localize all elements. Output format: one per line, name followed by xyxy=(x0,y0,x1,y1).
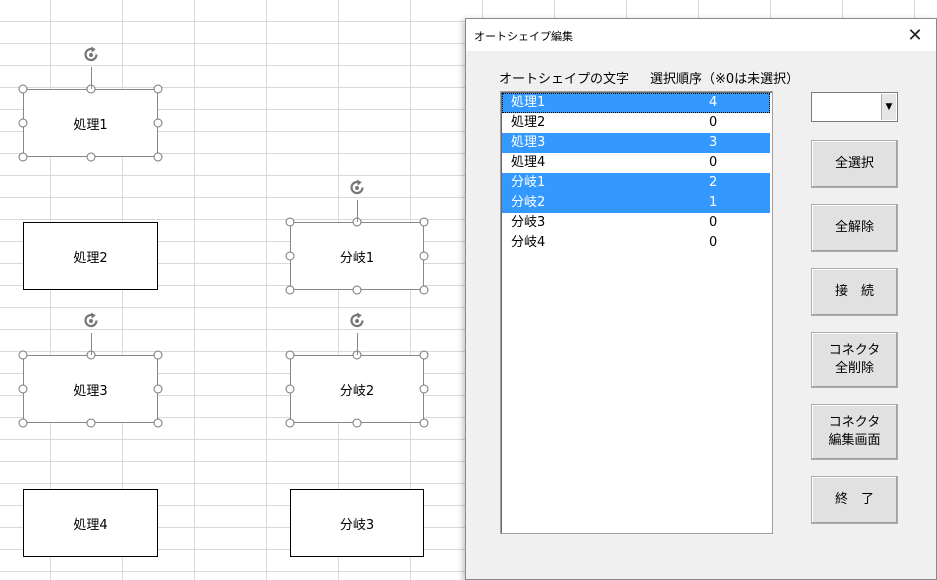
autoshape-shori3[interactable]: 処理3 xyxy=(23,355,158,423)
finish-button[interactable]: 終 了 xyxy=(811,476,898,524)
autoshape-bunki1[interactable]: 分岐1 xyxy=(290,222,424,290)
list-item-name: 分岐2 xyxy=(511,195,546,210)
rotation-stem xyxy=(90,333,92,355)
list-item-order: 3 xyxy=(709,135,718,150)
autoshape-bunki3[interactable]: 分岐3 xyxy=(290,489,424,557)
deselect-all-button[interactable]: 全解除 xyxy=(811,204,898,252)
order-combobox[interactable]: ▼ xyxy=(811,92,898,122)
list-item-name: 処理4 xyxy=(511,155,546,170)
list-item-name: 処理2 xyxy=(511,115,546,130)
autoshape-bunki2[interactable]: 分岐2 xyxy=(290,355,424,423)
column-label-order: 選択順序（※0は未選択） xyxy=(650,72,800,87)
list-item-order: 4 xyxy=(709,95,718,110)
autoshape-label: 処理1 xyxy=(73,117,108,133)
list-item[interactable]: 処理2 0 xyxy=(502,113,770,133)
delete-all-connectors-button[interactable]: コネクタ 全削除 xyxy=(811,332,898,388)
rotate-handle-icon[interactable] xyxy=(347,311,367,331)
autoshape-label: 処理4 xyxy=(73,517,108,533)
autoshape-label: 分岐3 xyxy=(339,517,375,533)
list-item-name: 分岐3 xyxy=(511,215,546,230)
title-bar[interactable]: オートシェイプ編集 ✕ xyxy=(466,19,936,51)
list-item-name: 処理3 xyxy=(511,135,546,150)
autoshape-shori1[interactable]: 処理1 xyxy=(23,89,158,157)
rotate-handle-icon[interactable] xyxy=(81,45,101,65)
rotate-handle-icon[interactable] xyxy=(347,178,367,198)
rotation-stem xyxy=(90,67,92,89)
rotation-stem xyxy=(357,200,358,222)
list-item-order: 2 xyxy=(709,175,718,190)
autoshape-shori4[interactable]: 処理4 xyxy=(23,489,158,557)
autoshape-label: 処理2 xyxy=(73,250,108,266)
list-item-order: 0 xyxy=(709,115,718,130)
list-item[interactable]: 分岐1 2 xyxy=(502,173,770,193)
list-item[interactable]: 処理1 4 xyxy=(502,93,770,113)
chevron-down-icon[interactable]: ▼ xyxy=(881,94,896,120)
rotate-handle-icon[interactable] xyxy=(81,311,101,331)
list-item-order: 1 xyxy=(709,195,718,210)
shape-listbox[interactable]: 処理1 4 処理2 0 処理3 3 処理4 0 分岐1 2 分岐2 1 分岐3 0 分岐4 0 xyxy=(500,91,773,534)
connect-button[interactable]: 接 続 xyxy=(811,268,898,316)
list-item[interactable]: 分岐2 1 xyxy=(502,193,770,213)
select-all-button[interactable]: 全選択 xyxy=(811,140,898,188)
list-item-name: 分岐1 xyxy=(511,175,546,190)
list-item[interactable]: 分岐4 0 xyxy=(502,233,770,253)
column-label-text: オートシェイプの文字 xyxy=(499,72,630,87)
close-icon[interactable]: ✕ xyxy=(907,24,923,46)
list-item[interactable]: 分岐3 0 xyxy=(502,213,770,233)
list-item[interactable]: 処理4 0 xyxy=(502,153,770,173)
autoshape-shori2[interactable]: 処理2 xyxy=(23,222,158,290)
autoshape-label: 分岐1 xyxy=(339,250,375,266)
list-item-order: 0 xyxy=(709,215,718,230)
list-item[interactable]: 処理3 3 xyxy=(502,133,770,153)
autoshape-label: 処理3 xyxy=(73,383,108,399)
list-item-name: 処理1 xyxy=(511,95,546,110)
list-item-order: 0 xyxy=(709,235,718,250)
rotation-stem xyxy=(357,333,358,355)
list-item-order: 0 xyxy=(709,155,718,170)
list-item-name: 分岐4 xyxy=(511,235,546,250)
connector-edit-screen-button[interactable]: コネクタ 編集画面 xyxy=(811,404,898,460)
autoshape-label: 分岐2 xyxy=(339,383,375,399)
dialog-title: オートシェイプ編集 xyxy=(474,30,573,43)
autoshape-edit-dialog: オートシェイプ編集 ✕ オートシェイプの文字 選択順序（※0は未選択） 処理1 4… xyxy=(465,18,937,580)
